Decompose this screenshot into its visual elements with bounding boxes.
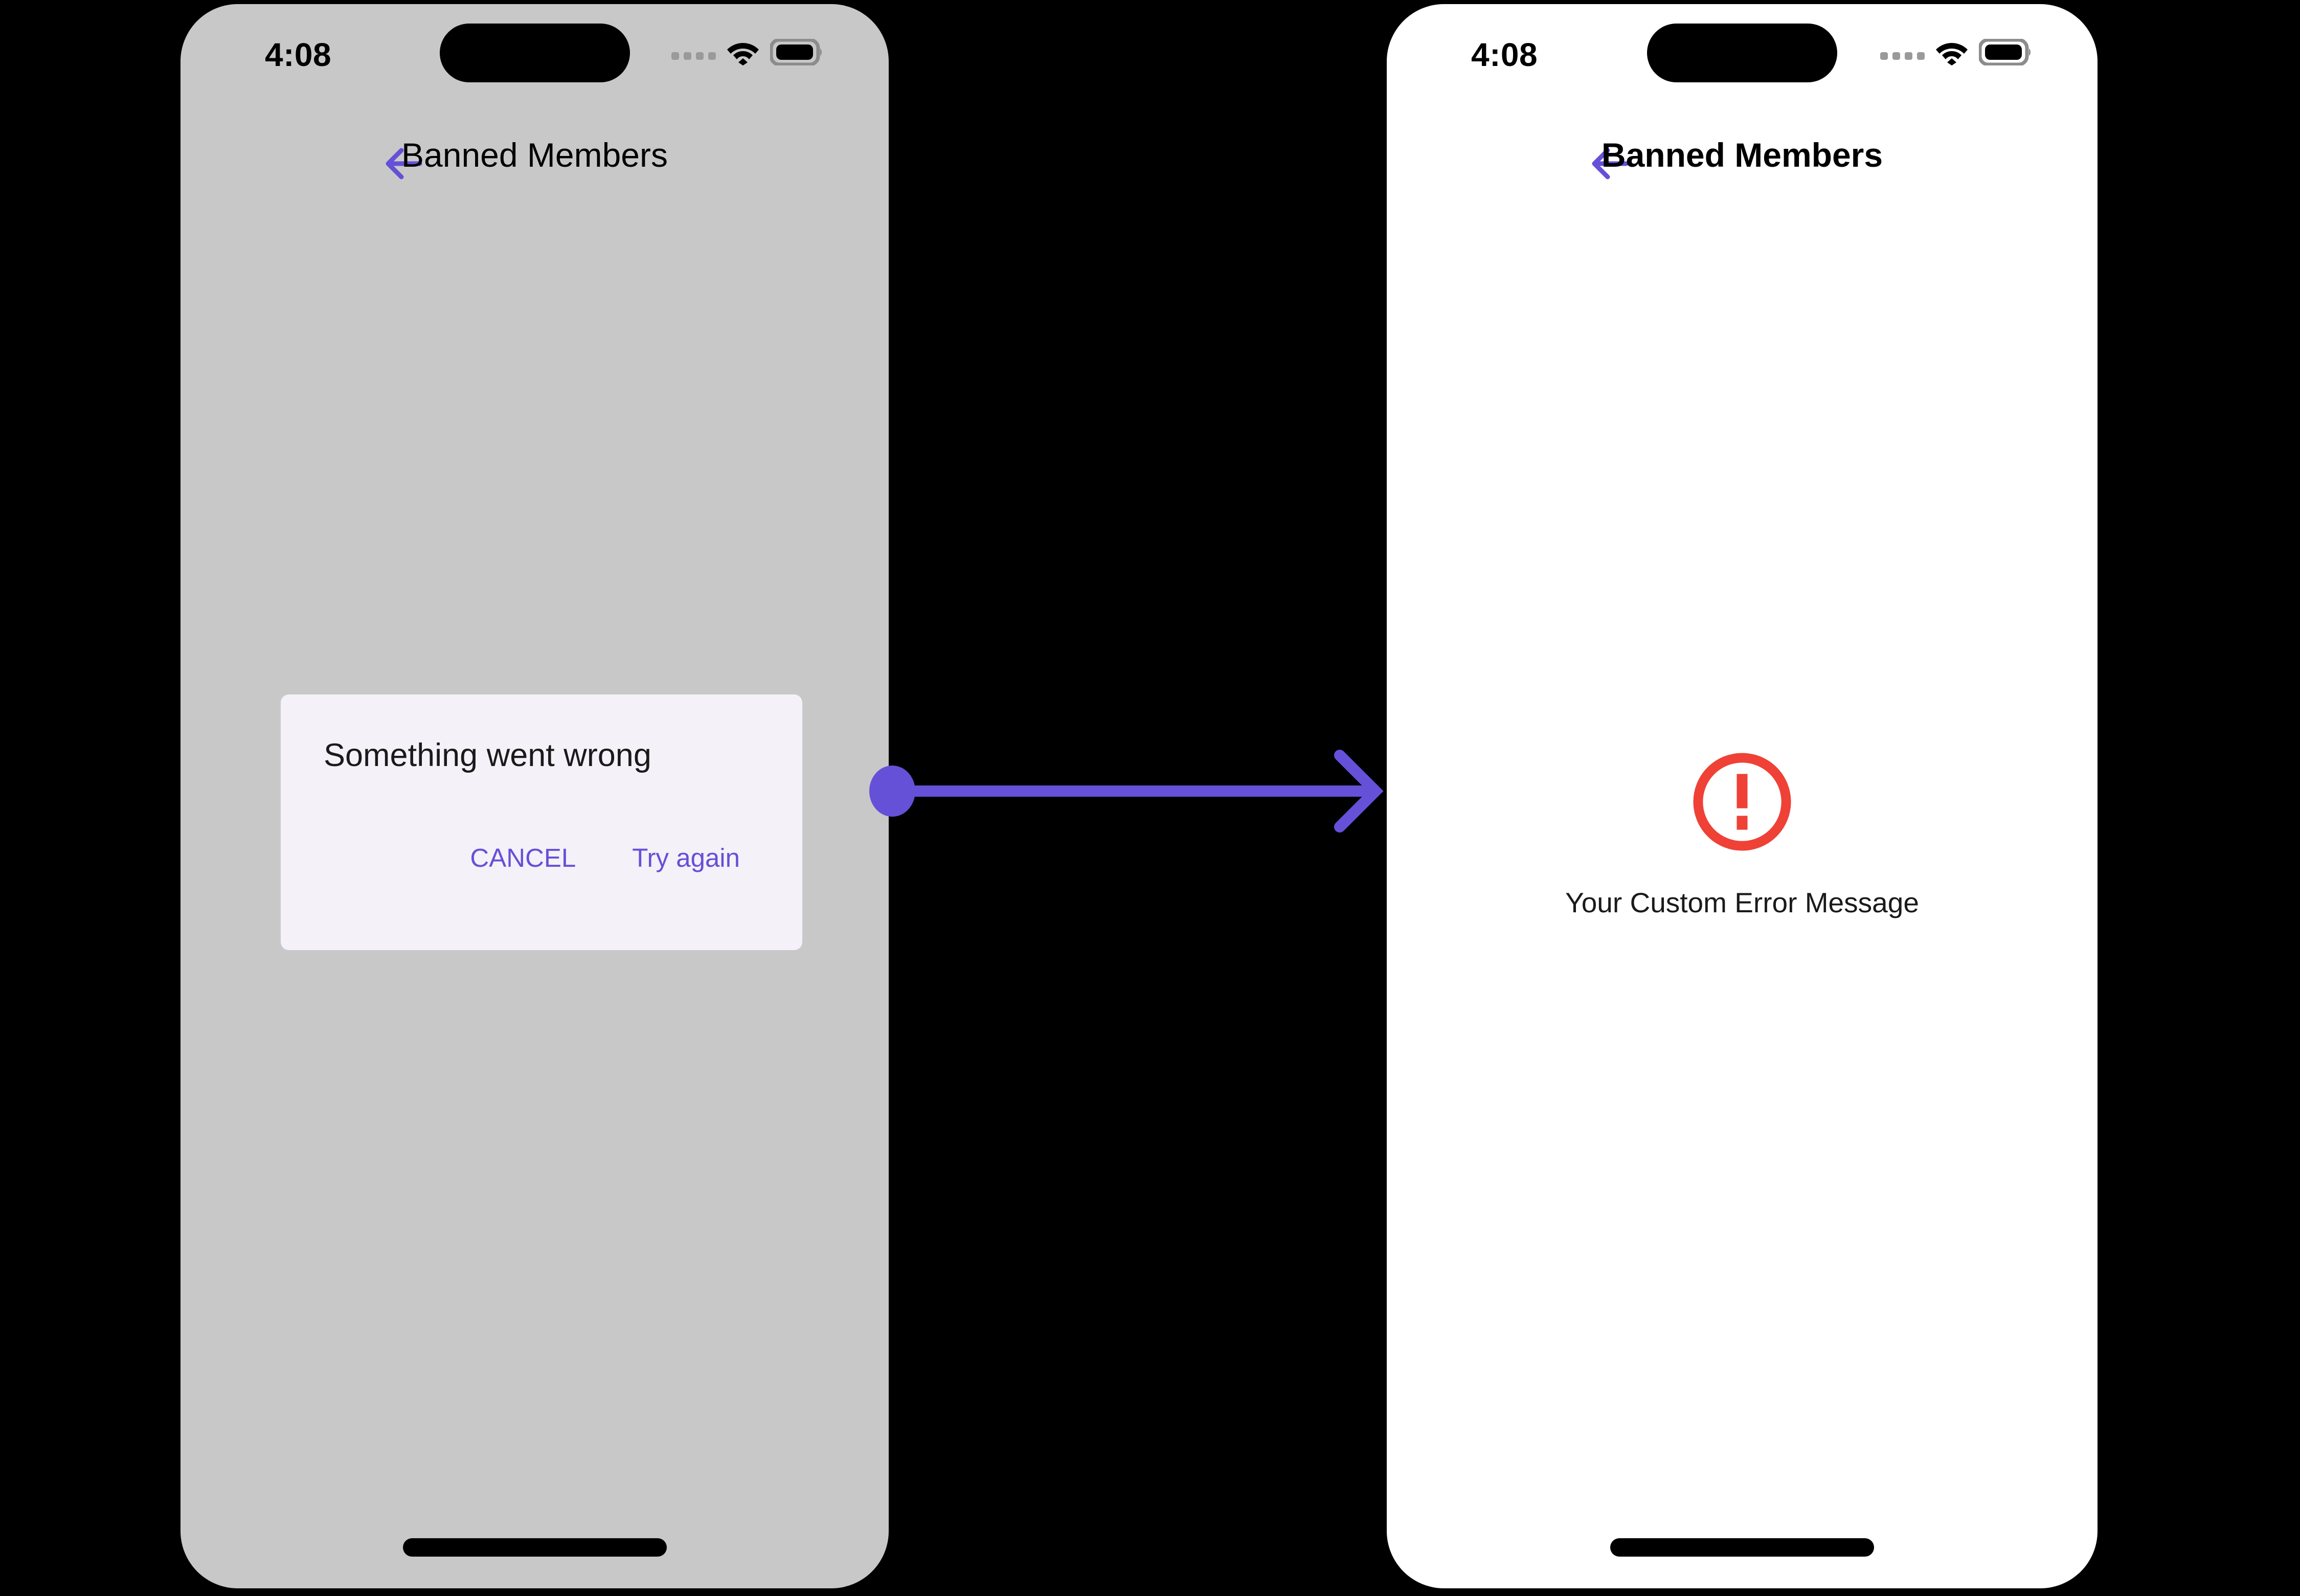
try-again-button[interactable]: Try again [632,843,740,872]
phone-frame-before: 4:08 [181,4,889,1588]
flow-arrow [864,743,1406,840]
cellular-signal-icon [1880,52,1925,60]
error-dialog: Something went wrong CANCEL Try again [281,694,802,950]
dialog-actions: CANCEL Try again [470,843,740,873]
battery-icon [769,38,823,68]
status-indicators [671,38,823,68]
nav-bar: Banned Members [1387,138,2098,199]
dialog-title: Something went wrong [324,737,651,773]
back-arrow-icon[interactable] [1590,145,1630,185]
cancel-button[interactable]: CANCEL [470,843,576,872]
page-title: Banned Members [1601,136,1883,174]
status-bar: 4:08 [181,4,889,96]
error-state: Your Custom Error Message [1387,748,2098,917]
status-bar: 4:08 [1387,4,2098,96]
wifi-icon [1935,39,1969,68]
dynamic-island [439,24,630,82]
home-indicator[interactable] [402,1538,667,1557]
dynamic-island [1647,24,1837,82]
phone-frame-after: 4:08 [1387,4,2098,1588]
cellular-signal-icon [671,52,716,60]
page-title: Banned Members [401,136,668,174]
home-indicator[interactable] [1610,1538,1874,1557]
error-message: Your Custom Error Message [1565,887,1919,918]
nav-bar: Banned Members [181,138,889,199]
status-indicators [1880,38,2032,68]
wifi-icon [726,39,760,68]
status-time: 4:08 [1471,36,1538,73]
status-time: 4:08 [265,36,332,73]
back-arrow-icon[interactable] [384,145,424,185]
error-exclamation-circle-icon [1688,748,1796,856]
battery-icon [1978,38,2032,68]
